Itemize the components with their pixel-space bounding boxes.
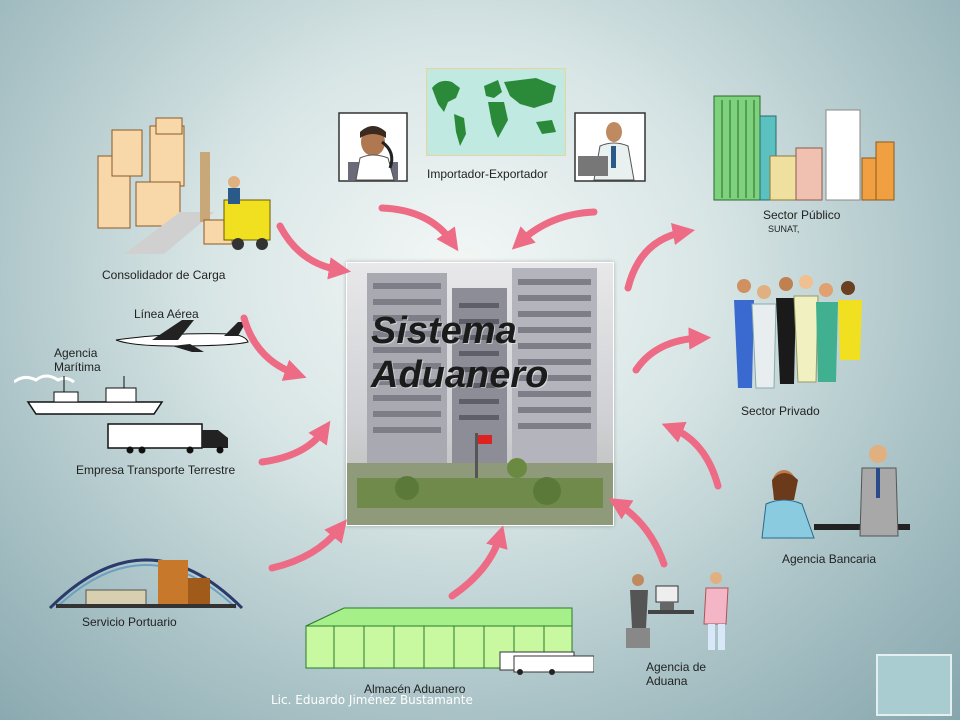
importer-left-person-icon bbox=[338, 112, 408, 182]
servicio-portuario-label: Servicio Portuario bbox=[82, 615, 177, 629]
almacen-aduanero-label: Almacén Aduanero bbox=[364, 682, 466, 696]
customs-agency-office-icon bbox=[626, 566, 736, 654]
sunat-label: SUNAT, bbox=[768, 224, 800, 234]
importador-exportador-label: Importador-Exportador bbox=[427, 167, 548, 181]
cargo-boxes-forklift-icon bbox=[94, 116, 274, 256]
arrow-importador-left bbox=[378, 204, 459, 252]
bank-teller-icon bbox=[754, 440, 910, 540]
sector-privado-label: Sector Privado bbox=[741, 404, 820, 418]
center-title: Sistema Aduanero bbox=[371, 310, 549, 396]
building-illustration bbox=[347, 268, 613, 525]
consolidador-de-carga-label: Consolidador de Carga bbox=[102, 268, 226, 282]
agencia-maritima-label: Agencia Marítima bbox=[54, 346, 101, 374]
city-buildings-icon bbox=[710, 86, 896, 202]
footer-credit: Lic. Eduardo Jiménez Bustamante bbox=[271, 693, 473, 707]
empresa-transporte-terrestre-label: Empresa Transporte Terrestre bbox=[76, 463, 236, 477]
arrow-servicio-portuario bbox=[268, 519, 347, 572]
sector-publico-label: Sector Público bbox=[763, 208, 841, 222]
arrow-agencia-aduana bbox=[608, 498, 668, 568]
arrow-agencia-bancaria bbox=[661, 421, 722, 490]
linea-aerea-label: Línea Aérea bbox=[134, 307, 199, 321]
sistema-aduanero-photo: Sistema Aduanero bbox=[346, 262, 614, 526]
agencia-bancaria-label: Agencia Bancaria bbox=[782, 552, 877, 566]
arrow-consolidador bbox=[276, 222, 352, 280]
warehouse-icon bbox=[304, 604, 594, 676]
arrow-sector-publico bbox=[624, 222, 696, 292]
arrow-transporte-terrestre bbox=[258, 420, 331, 466]
arrow-importador-right bbox=[511, 208, 598, 250]
agencia-de-aduana-label: Agencia de Aduana bbox=[646, 660, 707, 688]
airplane-icon bbox=[112, 318, 252, 354]
arrow-sector-privado bbox=[632, 327, 712, 374]
truck-icon bbox=[106, 422, 234, 454]
ship-icon bbox=[14, 368, 166, 416]
arrow-almacen bbox=[448, 525, 508, 600]
arrow-linea-aerea bbox=[240, 314, 307, 381]
group-of-people-icon bbox=[730, 270, 870, 394]
port-terminal-icon bbox=[46, 542, 246, 612]
importer-right-person-icon bbox=[574, 112, 646, 182]
corner-decoration bbox=[876, 654, 952, 716]
world-map-icon bbox=[426, 68, 566, 156]
